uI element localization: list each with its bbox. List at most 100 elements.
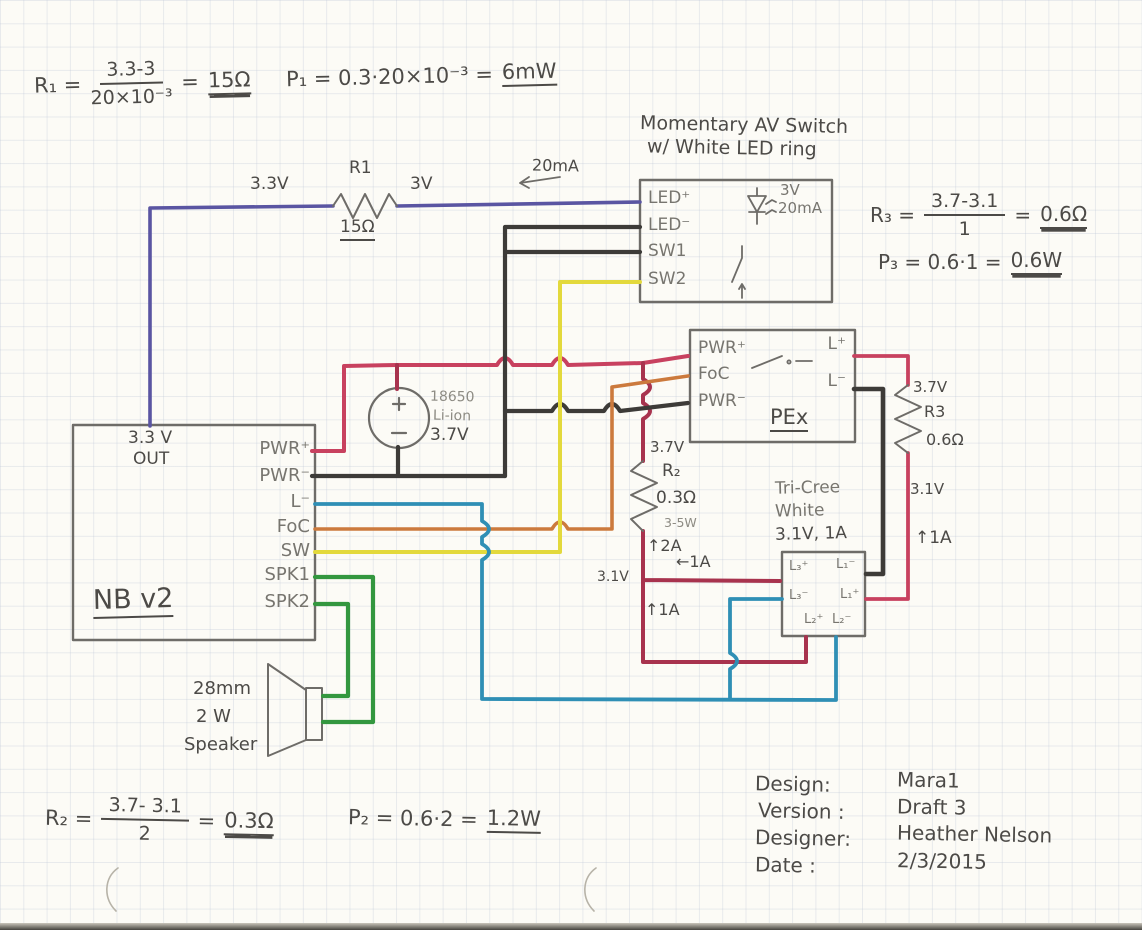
pex-pin-l-minus: L⁻	[827, 371, 846, 391]
momentary-title-line2: w/ White LED ring	[646, 135, 817, 161]
nb-out-voltage: 3.3 V	[128, 428, 173, 448]
r1-voltage-right: 3V	[410, 174, 433, 194]
nb-name: NB v2	[93, 583, 174, 620]
tricree-pin-l3-minus: L₃⁻	[789, 588, 809, 603]
eq-r1-denominator: 20×10⁻³	[90, 85, 173, 110]
scan-edge	[0, 923, 1142, 930]
tricree-title-line1: Tri-Cree	[774, 477, 841, 499]
eq-r2-lhs: R₂ =	[44, 805, 93, 831]
wire-spk2-green	[312, 601, 351, 699]
equation-p2: P₂ = 0.6·2 = 1.2W	[347, 803, 542, 834]
wire-pex-lminus-black	[851, 386, 886, 577]
eq-r2-equals: =	[197, 808, 216, 834]
eq-r3-result: 0.6Ω	[1040, 202, 1088, 229]
tricree-pin-l1-minus: L₁⁻	[836, 557, 856, 572]
design-label: Design:	[754, 771, 832, 797]
r3-value: 0.6Ω	[926, 430, 964, 449]
speaker-label: Speaker	[184, 734, 258, 755]
speaker-icon	[267, 663, 323, 757]
nb-pin-pwr-minus: PWR⁻	[259, 465, 310, 486]
eq-r1-fraction: 3.3-3 20×10⁻³	[90, 57, 173, 109]
r2-power-rating: 3-5W	[664, 515, 697, 530]
r2-name: R₂	[662, 461, 681, 481]
eq-p2-result: 1.2W	[486, 805, 542, 834]
nb-pin-l-minus: L⁻	[290, 491, 310, 512]
tricree-rating: 3.1V, 1A	[774, 523, 848, 545]
designer-value: Heather Nelson	[896, 820, 1053, 848]
tricree-pin-l2-plus: L₂⁺	[804, 612, 824, 627]
switch-icon	[731, 245, 746, 299]
eq-p3-lhs: P₃ = 0.6·1 =	[878, 249, 1002, 274]
eq-r3-lhs: R₃ =	[870, 203, 916, 227]
nb-pin-spk2: SPK2	[264, 591, 310, 612]
eq-r1-numerator: 3.3-3	[99, 57, 163, 86]
pex-name: PEx	[770, 406, 809, 433]
equation-r2: R₂ = 3.7- 3.1 2 = 0.3Ω	[45, 793, 275, 847]
momentary-led-current: 20mA	[778, 199, 822, 217]
momentary-pin-sw2: SW2	[648, 269, 687, 289]
r3-name: R3	[924, 402, 946, 421]
r3-current: ↑1A	[915, 528, 952, 548]
momentary-switch-box	[638, 178, 834, 304]
pex-pin-pwr-minus: PWR⁻	[698, 391, 746, 411]
r1-voltage-left: 3.3V	[250, 174, 289, 194]
design-value: Mara1	[896, 767, 960, 793]
tricree-title-line2: White	[774, 500, 825, 522]
wire-spk1-green	[312, 574, 376, 725]
nb-pin-sw: SW	[280, 540, 310, 561]
wire-pwr-positive-red	[310, 354, 690, 453]
eq-r3-fraction: 3.7-3.1 1	[924, 190, 1006, 240]
r3-voltage-bottom: 3.1V	[910, 480, 945, 498]
designer-label: Designer:	[754, 825, 852, 851]
wire-lminus-blue	[313, 502, 838, 702]
eq-r3-denominator: 1	[958, 218, 971, 240]
battery-symbol	[367, 386, 431, 450]
version-label: Version :	[757, 798, 845, 824]
eq-r1-lhs: R₁ =	[33, 72, 82, 98]
eq-r2-numerator: 3.7- 3.1	[101, 793, 190, 822]
eq-p1-result: 6mW	[501, 58, 557, 88]
nb-out-label: OUT	[133, 449, 170, 469]
r2-voltage-top: 3.7V	[650, 438, 685, 456]
momentary-led-voltage: 3V	[780, 181, 800, 199]
battery-voltage: 3.7V	[430, 425, 469, 445]
momentary-title-line1: Momentary AV Switch	[639, 112, 849, 138]
nb-box	[71, 423, 317, 642]
tricree-box	[780, 550, 867, 638]
eq-r3-numerator: 3.7-3.1	[924, 190, 1006, 216]
equation-p3: P₃ = 0.6·1 = 0.6W	[878, 248, 1063, 275]
pex-switch-icon	[751, 355, 813, 369]
nb-pin-pwr-plus: PWR⁺	[259, 438, 310, 459]
momentary-pin-led-plus: LED⁺	[648, 188, 691, 208]
led-icon	[747, 187, 777, 225]
punch-holes	[106, 867, 597, 912]
momentary-pin-led-minus: LED⁻	[648, 215, 691, 235]
nb-pin-foc: FoC	[276, 516, 310, 537]
led3-current: ←1A	[676, 552, 711, 571]
node-voltage: 3.1V	[597, 569, 629, 585]
eq-r2-result: 0.3Ω	[223, 807, 274, 836]
nb-pin-spk1: SPK1	[264, 564, 310, 585]
wire-pex-lplus-red	[852, 354, 910, 601]
led2-current: ↑1A	[645, 600, 680, 619]
speaker-power: 2 W	[196, 706, 231, 727]
pex-pin-l-plus: L⁺	[827, 334, 846, 354]
resistor-r2-symbol	[630, 460, 658, 532]
tricree-pin-l2-minus: L₂⁻	[832, 612, 852, 627]
tricree-pin-l3-plus: L₃⁺	[789, 559, 809, 574]
eq-p2-lhs: P₂ = 0.6·2 =	[347, 804, 478, 832]
eq-r1-equals: =	[180, 69, 200, 95]
wire-led-positive-purple	[148, 200, 642, 428]
speaker-size: 28mm	[193, 678, 251, 699]
battery-model: 18650	[429, 388, 475, 406]
r2-current-top: ↑2A	[647, 536, 682, 555]
r1-name: R1	[349, 158, 372, 178]
equation-r1: R₁ = 3.3-3 20×10⁻³ = 15Ω	[33, 55, 251, 110]
wire-ground-black	[309, 224, 691, 479]
battery-chemistry: Li-ion	[432, 407, 472, 425]
r3-voltage-top: 3.7V	[913, 378, 948, 396]
pex-box	[688, 328, 857, 444]
momentary-pin-sw1: SW1	[648, 241, 687, 261]
date-value: 2/3/2015	[896, 848, 988, 874]
equation-r3: R₃ = 3.7-3.1 1 = 0.6Ω	[870, 190, 1088, 240]
